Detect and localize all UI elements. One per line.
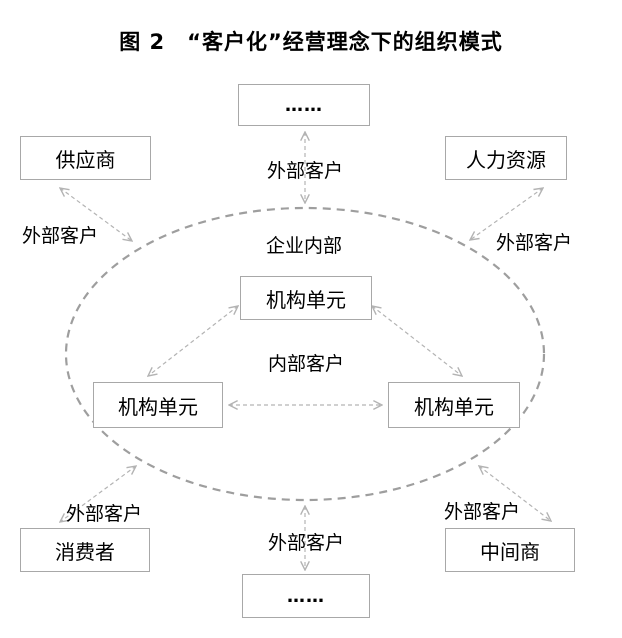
box-middleman: 中间商 xyxy=(445,528,575,572)
box-human-resources: 人力资源 xyxy=(445,136,567,180)
arrow-supplier-ellipse xyxy=(60,188,132,241)
arrow-unittop-unitleft xyxy=(148,306,238,376)
label-external-customer-left: 外部客户 xyxy=(21,225,98,247)
box-supplier: 供应商 xyxy=(20,136,151,180)
label-external-customer-bottom-center: 外部客户 xyxy=(267,532,344,554)
box-org-unit-top: 机构单元 xyxy=(240,276,372,320)
box-consumer: 消费者 xyxy=(20,528,150,572)
arrow-unittop-unitright xyxy=(372,306,462,376)
label-external-customer-bottom-left: 外部客户 xyxy=(65,503,142,525)
arrow-ellipse-middleman xyxy=(479,466,551,521)
label-external-customer-bottom-right: 外部客户 xyxy=(443,501,520,523)
arrow-hr-ellipse xyxy=(470,188,543,240)
arrow-ellipse-consumer xyxy=(60,466,136,522)
label-inside-enterprise: 企业内部 xyxy=(265,235,342,257)
enterprise-boundary-ellipse xyxy=(64,206,546,502)
label-internal-customer: 内部客户 xyxy=(267,353,344,375)
box-top-ellipsis: …… xyxy=(238,84,370,126)
label-external-customer-right: 外部客户 xyxy=(495,232,572,254)
box-bottom-ellipsis: …… xyxy=(242,574,370,618)
figure-title: 图 2 “客户化”经营理念下的组织模式 xyxy=(119,30,503,54)
box-org-unit-right: 机构单元 xyxy=(388,382,520,428)
label-external-customer-top: 外部客户 xyxy=(266,160,343,182)
box-org-unit-left: 机构单元 xyxy=(93,382,223,428)
